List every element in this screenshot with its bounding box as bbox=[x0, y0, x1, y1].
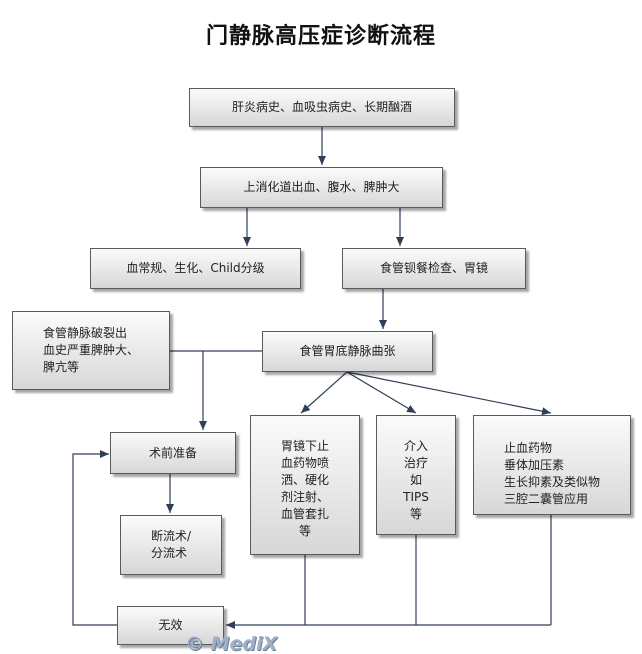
page-title: 门静脉高压症诊断流程 bbox=[205, 23, 436, 49]
arrow-ineffective-to-preop bbox=[72, 450, 117, 626]
node-varices-label: 食管胃底静脉曲张 bbox=[299, 344, 396, 358]
node-bleeding-history: 食管静脉破裂出 血史严重脾肿大、 脾亢等 bbox=[12, 311, 170, 390]
node-history: 肝炎病史、血吸虫病史、长期酗酒 bbox=[189, 88, 455, 127]
node-symptoms-label: 上消化道出血、腹水、脾肿大 bbox=[243, 180, 400, 194]
node-endoscopy-label: 胃镜下止 血药物喷 洒、硬化 剂注射、 血管套扎 等 bbox=[280, 439, 329, 538]
node-tips-label: 介入 治疗 如 TIPS 等 bbox=[403, 439, 429, 521]
node-ineffective-label: 无效 bbox=[158, 618, 183, 632]
node-ineffective: 无效 bbox=[117, 606, 224, 645]
node-preop: 术前准备 bbox=[110, 432, 236, 474]
node-bleeding-history-label: 食管静脉破裂出 血史严重脾肿大、 脾亢等 bbox=[42, 326, 139, 374]
node-labs-label: 血常规、生化、Child分级 bbox=[126, 261, 265, 275]
arrow-varices-to-tips bbox=[346, 371, 417, 414]
node-varices: 食管胃底静脉曲张 bbox=[262, 331, 433, 372]
node-surgery: 断流术/ 分流术 bbox=[120, 515, 222, 575]
node-tips: 介入 治疗 如 TIPS 等 bbox=[376, 415, 456, 535]
node-history-label: 肝炎病史、血吸虫病史、长期酗酒 bbox=[231, 100, 412, 114]
watermark: © MediX bbox=[185, 633, 278, 654]
arrow-varices-to-drugs bbox=[346, 371, 552, 416]
node-labs: 血常规、生化、Child分级 bbox=[90, 248, 301, 289]
node-preop-label: 术前准备 bbox=[148, 445, 197, 460]
node-endoscopy: 胃镜下止 血药物喷 洒、硬化 剂注射、 血管套扎 等 bbox=[250, 415, 360, 555]
node-symptoms: 上消化道出血、腹水、脾肿大 bbox=[200, 167, 443, 208]
node-drugs: 止血药物 垂体加压素 生长抑素及类似物 三腔二囊管应用 bbox=[473, 415, 631, 515]
arrow-varices-to-endoscopy bbox=[300, 371, 348, 414]
node-surgery-label: 断流术/ 分流术 bbox=[150, 529, 192, 560]
node-exam: 食管钡餐检查、胃镜 bbox=[342, 248, 526, 289]
node-drugs-label: 止血药物 垂体加压素 生长抑素及类似物 三腔二囊管应用 bbox=[504, 441, 601, 506]
node-exam-label: 食管钡餐检查、胃镜 bbox=[379, 261, 488, 275]
